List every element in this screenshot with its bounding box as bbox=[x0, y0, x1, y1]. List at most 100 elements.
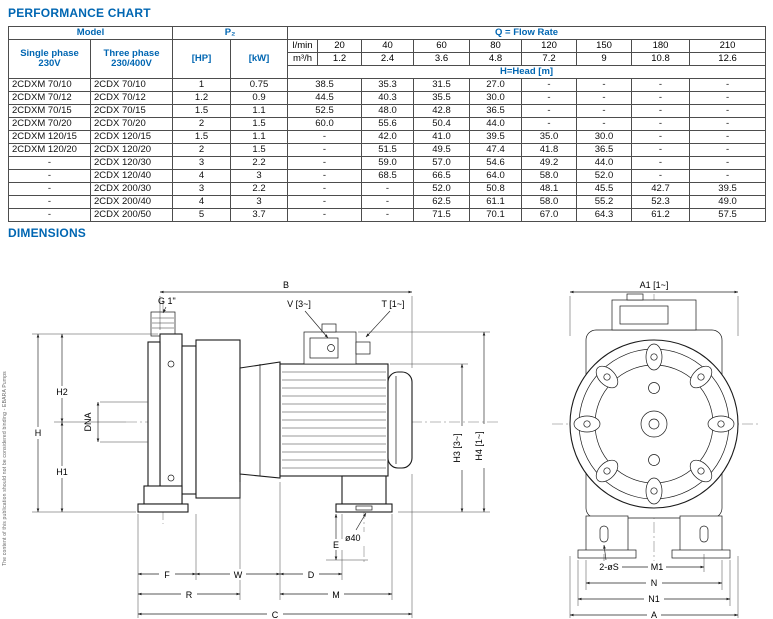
power-cell: 5 bbox=[172, 207, 232, 222]
dim-label-dna: DNA bbox=[83, 412, 93, 431]
head-cell: 57.0 bbox=[413, 155, 471, 170]
dim-label-h3: H3 [3~] bbox=[452, 433, 462, 462]
dim-label-r: R bbox=[186, 590, 193, 600]
dim-label-e: E bbox=[333, 540, 339, 550]
head-cell: 50.4 bbox=[413, 116, 471, 131]
head-cell: 62.5 bbox=[413, 194, 471, 209]
performance-table: Model P₂ Q = Flow Rate Single phase 230V… bbox=[7, 26, 767, 222]
head-cell: 44.0 bbox=[576, 155, 633, 170]
cable-gland bbox=[355, 341, 371, 355]
head-cell: - bbox=[576, 77, 633, 92]
head-cell: - bbox=[631, 103, 691, 118]
flow-lmin: 120 bbox=[521, 38, 578, 53]
power-cell: 1 bbox=[172, 77, 232, 92]
dim-label-h2: H2 bbox=[56, 387, 68, 397]
power-cell: 0.75 bbox=[230, 77, 289, 92]
head-cell: 49.0 bbox=[689, 194, 767, 209]
head-cell: 47.4 bbox=[469, 142, 523, 157]
model-cell: 2CDXM 120/20 bbox=[8, 142, 91, 157]
head-cell: 52.0 bbox=[576, 168, 633, 183]
model-cell: 2CDXM 70/15 bbox=[8, 103, 91, 118]
head-cell: 49.2 bbox=[521, 155, 578, 170]
head-cell: 40.3 bbox=[361, 90, 415, 105]
head-cell: 67.0 bbox=[521, 207, 578, 222]
flow-m3h: 7.2 bbox=[521, 51, 578, 66]
side-view-drawing: B G 1" V [3~] T [1~] H H2 H1 DNA H3 [3~]… bbox=[30, 280, 500, 619]
head-cell: 50.8 bbox=[469, 181, 523, 196]
header-hp: [HP] bbox=[172, 38, 232, 79]
head-cell: 58.0 bbox=[521, 194, 578, 209]
head-cell: 57.5 bbox=[689, 207, 767, 222]
head-cell: 59.0 bbox=[361, 155, 415, 170]
power-cell: 1.5 bbox=[172, 103, 232, 118]
head-cell: - bbox=[521, 103, 578, 118]
head-cell: 54.6 bbox=[469, 155, 523, 170]
head-cell: 70.1 bbox=[469, 207, 523, 222]
power-cell: 4 bbox=[172, 168, 232, 183]
flow-lmin: 60 bbox=[413, 38, 471, 53]
head-cell: 41.8 bbox=[521, 142, 578, 157]
flow-m3h: 12.6 bbox=[689, 51, 767, 66]
flow-m3h: 10.8 bbox=[631, 51, 691, 66]
power-cell: 3 bbox=[172, 155, 232, 170]
motor bbox=[279, 323, 413, 513]
flow-m3h: 4.8 bbox=[469, 51, 523, 66]
head-cell: 55.2 bbox=[576, 194, 633, 209]
head-cell: - bbox=[689, 77, 767, 92]
shaft-hub bbox=[640, 410, 668, 438]
dim-label-c: C bbox=[272, 610, 279, 619]
power-cell: 3.7 bbox=[230, 207, 289, 222]
head-cell: 38.5 bbox=[287, 77, 363, 92]
head-cell: 36.5 bbox=[469, 103, 523, 118]
flow-m3h: 9 bbox=[576, 51, 633, 66]
model-cell: 2CDXM 70/20 bbox=[8, 116, 91, 131]
flow-m3h: 1.2 bbox=[317, 51, 363, 66]
head-cell: 31.5 bbox=[413, 77, 471, 92]
head-cell: - bbox=[689, 129, 767, 144]
head-cell: 39.5 bbox=[469, 129, 523, 144]
dim-label-n1: N1 bbox=[648, 594, 660, 604]
dim-label-phi40: ø40 bbox=[345, 533, 361, 543]
drain-plug bbox=[648, 454, 660, 466]
flow-lmin: 180 bbox=[631, 38, 691, 53]
head-cell: - bbox=[689, 142, 767, 157]
bolt-lugs bbox=[573, 343, 735, 505]
head-cell: - bbox=[287, 207, 363, 222]
head-cell: 45.5 bbox=[576, 181, 633, 196]
head-cell: 42.0 bbox=[361, 129, 415, 144]
head-cell: 66.5 bbox=[413, 168, 471, 183]
header-kw: [kW] bbox=[230, 38, 289, 79]
head-cell: - bbox=[521, 77, 578, 92]
head-cell: - bbox=[361, 194, 415, 209]
head-cell: - bbox=[576, 103, 633, 118]
head-cell: 48.0 bbox=[361, 103, 415, 118]
header-single-phase: Single phase 230V bbox=[8, 38, 91, 79]
head-cell: - bbox=[631, 168, 691, 183]
head-cell: 61.2 bbox=[631, 207, 691, 222]
head-cell: 41.0 bbox=[413, 129, 471, 144]
model-cell: - bbox=[8, 207, 91, 222]
dim-label-d: D bbox=[308, 570, 315, 580]
pump-front bbox=[569, 293, 739, 559]
head-cell: 42.7 bbox=[631, 181, 691, 196]
model-cell: 2CDX 120/20 bbox=[89, 142, 174, 157]
power-cell: 1.5 bbox=[230, 116, 289, 131]
motor-foot bbox=[341, 475, 387, 505]
head-cell: - bbox=[631, 142, 691, 157]
head-cell: 42.8 bbox=[413, 103, 471, 118]
head-cell: 39.5 bbox=[689, 181, 767, 196]
power-cell: 1.2 bbox=[172, 90, 232, 105]
header-model: Model bbox=[7, 26, 174, 40]
power-cell: 1.5 bbox=[172, 129, 232, 144]
head-cell: 51.5 bbox=[361, 142, 415, 157]
model-cell: 2CDX 70/10 bbox=[89, 77, 174, 92]
head-cell: - bbox=[689, 90, 767, 105]
dim-label-g1: G 1" bbox=[158, 296, 176, 306]
dim-label-2os: 2-øS bbox=[599, 562, 619, 572]
